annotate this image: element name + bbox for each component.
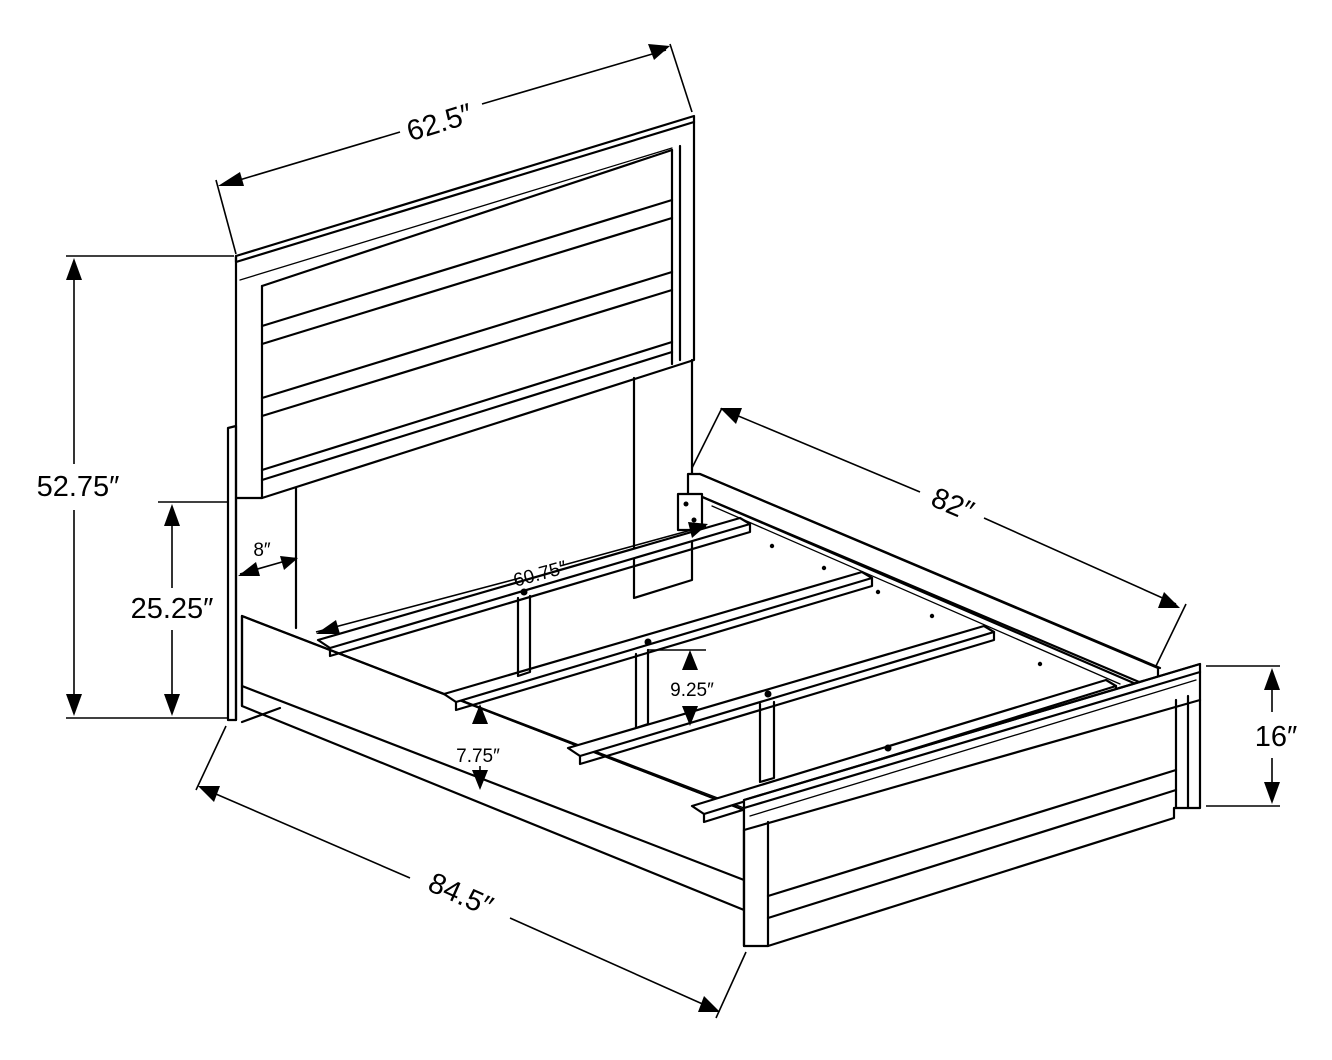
label-slat-clearance: 9.25″ [670,680,714,701]
label-headboard-width: 62.5″ [403,98,476,148]
far-side-rail [676,472,1162,692]
label-overall-length: 82″ [927,482,979,528]
near-side-rail [240,614,746,912]
label-footboard-height: 16″ [1255,721,1298,753]
label-overall-height: 52.75″ [37,471,120,503]
slats [316,516,1118,824]
label-overall-depth: 84.5″ [423,867,497,923]
footboard [742,662,1202,948]
label-rail-height: 7.75″ [456,746,500,767]
label-headboard-depth: 8″ [253,540,271,561]
headboard [226,114,696,722]
dimension-lines [66,43,1280,1019]
label-side-rail-height: 25.25″ [131,593,214,625]
